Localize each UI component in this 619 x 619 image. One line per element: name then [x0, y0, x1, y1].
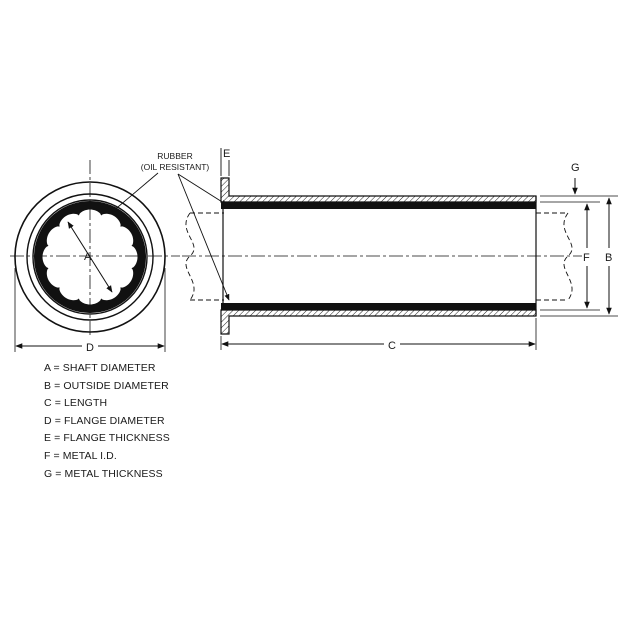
dimension-g-label: G: [571, 162, 580, 174]
dimension-b-label: B: [605, 252, 612, 264]
top-rubber-layer: [221, 202, 536, 209]
legend-item-a: A = SHAFT DIAMETER: [44, 362, 156, 374]
legend-item-c: C = LENGTH: [44, 397, 108, 410]
legend-item-g: G = METAL THICKNESS: [44, 467, 163, 480]
leader-line-1: [111, 172, 159, 213]
dimension-a-label: A: [84, 251, 92, 263]
legend-item-b: B = OUTSIDE DIAMETER: [44, 379, 169, 392]
leader-line-2: [177, 173, 228, 206]
end-view: A D: [10, 160, 180, 354]
rubber-callout: RUBBER (OIL RESISTANT): [111, 151, 230, 301]
top-flange-shell-section: [220, 177, 537, 203]
rubber-callout-line2: (OIL RESISTANT): [141, 162, 210, 172]
shell-inner-circle: [32, 199, 148, 315]
dimension-legend: A = SHAFT DIAMETER B = OUTSIDE DIAMETER …: [44, 360, 170, 483]
dimension-e-label: E: [223, 148, 230, 160]
legend-item-f: F = METAL I.D.: [44, 449, 117, 462]
rubber-callout-line1: RUBBER: [157, 151, 192, 161]
side-view: E C G F B: [182, 148, 618, 352]
dimension-f-label: F: [583, 252, 590, 264]
flange-outer-circle: [14, 181, 166, 333]
bottom-flange-shell-section: [220, 309, 537, 335]
dimension-d-label: D: [86, 342, 94, 354]
phantom-shaft: [185, 212, 573, 301]
legend-item-d: D = FLANGE DIAMETER: [44, 414, 165, 427]
leader-line-3: [177, 173, 230, 301]
dimension-c-label: C: [388, 340, 396, 352]
shell-outer-circle: [26, 193, 154, 321]
end-view-a-dimension: [67, 221, 113, 293]
bottom-rubber-layer: [221, 303, 536, 310]
legend-item-e: E = FLANGE THICKNESS: [44, 432, 170, 445]
